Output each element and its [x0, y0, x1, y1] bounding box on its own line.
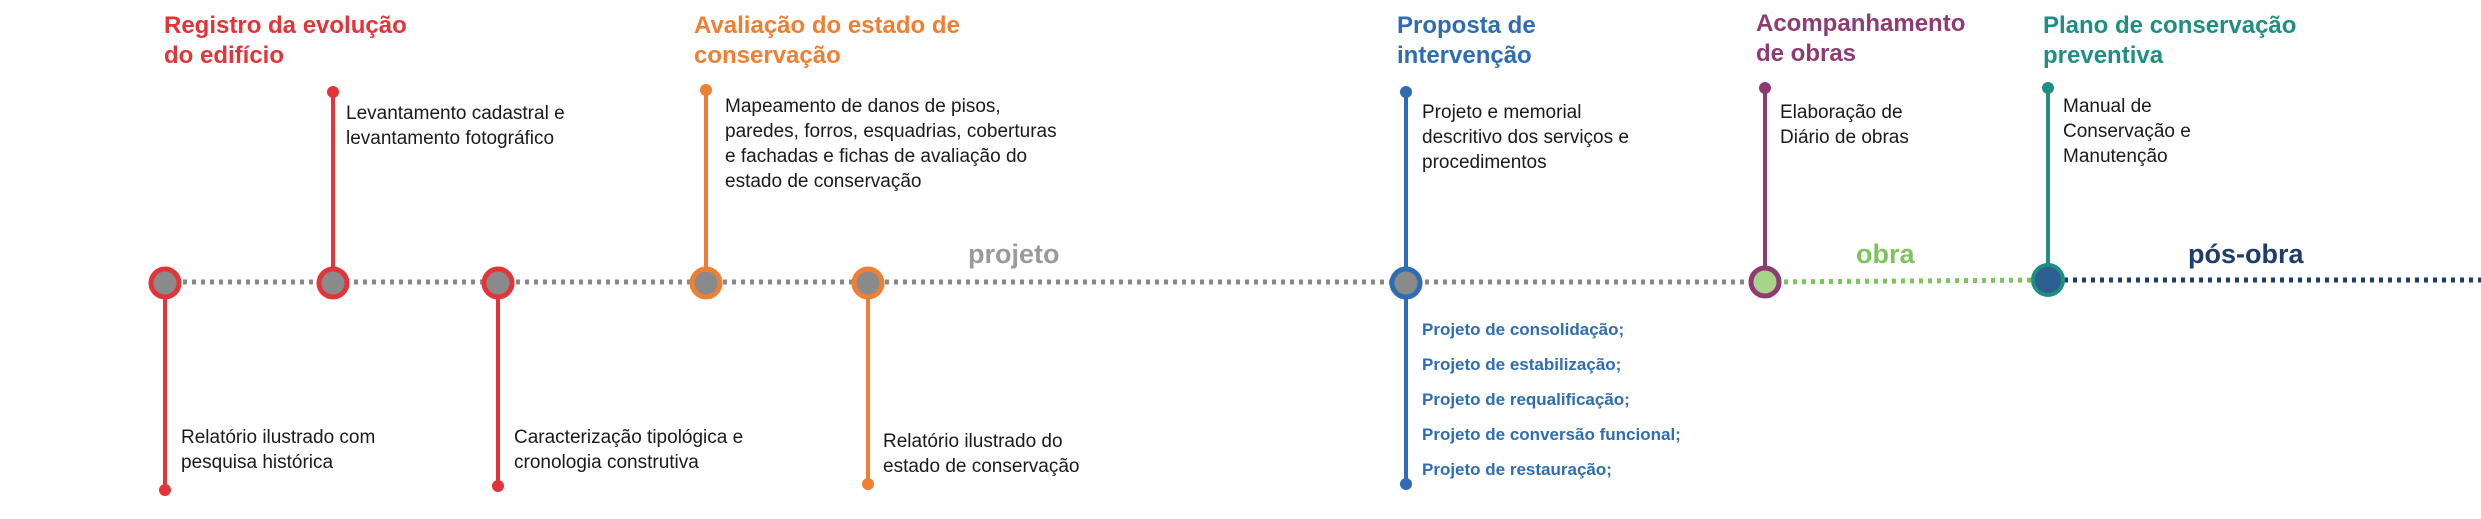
list-item: Projeto de estabilização; [1422, 355, 1622, 374]
stem-end-dot [1759, 82, 1771, 94]
timeline-node [148, 266, 182, 300]
item-levantamento: Levantamento cadastral e levantamento fo… [346, 103, 565, 149]
timeline-node [2031, 263, 2065, 297]
stem-end-dot [159, 484, 171, 496]
stem-end-dot [1400, 86, 1412, 98]
timeline-node [851, 266, 885, 300]
item-diario: Elaboração de Diário de obras [1780, 102, 1909, 148]
phase-title-proposta: Proposta de intervenção [1397, 12, 1536, 69]
segment-label-obra: obra [1856, 239, 1915, 269]
segment-label-pos-obra: pós-obra [2188, 239, 2304, 269]
item-manual: Manual de Conservação e Manutenção [2063, 96, 2191, 167]
stem-end-dot [492, 480, 504, 492]
project-list: Projeto de consolidação; Projeto de esta… [1422, 312, 1681, 487]
timeline-node [481, 266, 515, 300]
timeline-node [1748, 265, 1782, 299]
list-item: Projeto de requalificação; [1422, 390, 1630, 409]
segment-label-projeto: projeto [968, 239, 1060, 269]
phase-title-plano: Plano de conservação preventiva [2043, 12, 2297, 69]
timeline-node [689, 266, 723, 300]
stem-end-dot [2042, 82, 2054, 94]
list-item: Projeto de restauração; [1422, 460, 1612, 479]
item-relatorio-historico: Relatório ilustrado com pesquisa históri… [181, 427, 376, 473]
item-mapeamento: Mapeamento de danos de pisos, paredes, f… [725, 96, 1057, 192]
phase-title-avaliacao: Avaliação do estado de conservação [694, 12, 960, 69]
item-projeto-memorial: Projeto e memorial descritivo dos serviç… [1422, 102, 1629, 173]
list-item: Projeto de consolidação; [1422, 320, 1625, 339]
phase-title-acompanhamento: Acompanhamento de obras [1756, 10, 1966, 67]
timeline-node [1389, 266, 1423, 300]
timeline-segment-obra [1765, 277, 2047, 285]
stem-end-dot [862, 478, 874, 490]
stem-end-dot [1400, 478, 1412, 490]
list-item: Projeto de conversão funcional; [1422, 425, 1681, 444]
timeline-node [316, 266, 350, 300]
stem-end-dot [700, 84, 712, 96]
item-caracterizacao: Caracterização tipológica e cronologia c… [514, 427, 744, 473]
item-relatorio-estado: Relatório ilustrado do estado de conserv… [883, 431, 1080, 477]
stem-end-dot [327, 86, 339, 98]
phase-title-registro: Registro da evolução do edifício [164, 12, 407, 69]
